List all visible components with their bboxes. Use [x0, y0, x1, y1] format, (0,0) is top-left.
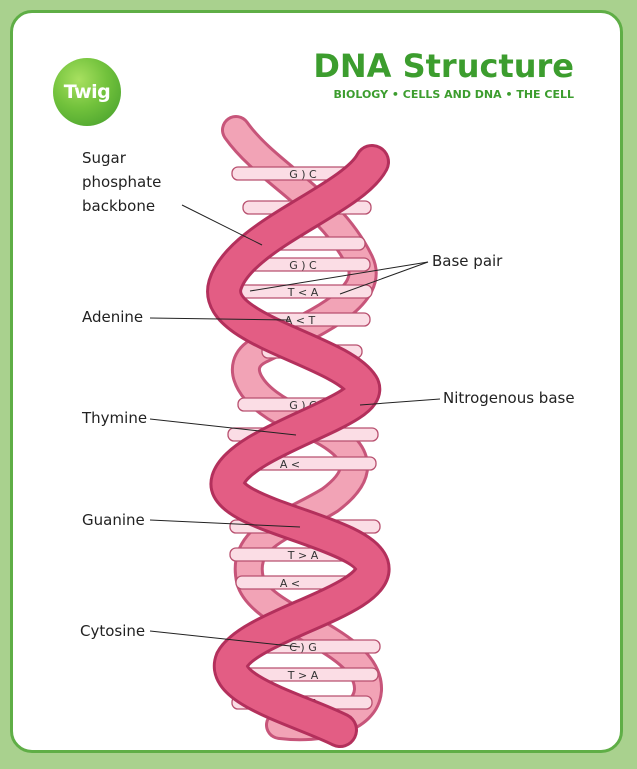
bp-3: T < A [287, 286, 319, 299]
bp-9: T > A [287, 549, 319, 562]
label-guanine: Guanine [82, 511, 145, 529]
bp-2: G ) C [289, 259, 317, 272]
label-adenine: Adenine [82, 308, 143, 326]
label-base-pair: Base pair [432, 252, 503, 270]
bp-7: A < [280, 458, 300, 471]
label-nitrogenous-base: Nitrogenous base [443, 389, 575, 407]
label-sugar-3: backbone [82, 197, 155, 215]
label-thymine: Thymine [81, 409, 147, 427]
bp-12: T > A [287, 669, 319, 682]
bp-10: A < [280, 577, 300, 590]
label-cytosine: Cytosine [80, 622, 145, 640]
bp-1: G ) C [289, 168, 317, 181]
label-sugar-1: Sugar [82, 149, 127, 167]
label-sugar-2: phosphate [82, 173, 161, 191]
bp-11: C ) G [289, 641, 317, 654]
